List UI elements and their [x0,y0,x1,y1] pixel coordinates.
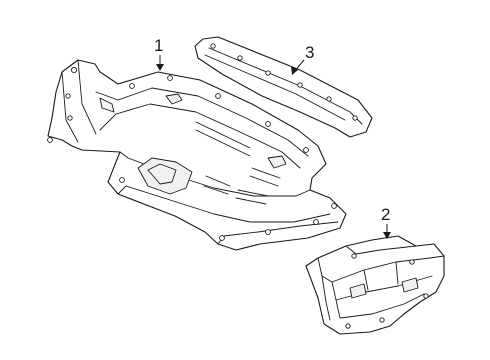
part-3-reinforcement-strip [194,36,373,138]
part-2-splash-shield [305,235,445,335]
leader-3 [291,59,305,75]
leader-2 [383,224,391,239]
callout-1: 1 [154,36,163,55]
callout-3: 3 [305,43,314,62]
callout-2: 2 [381,205,390,224]
part-1-underbody-shield [47,59,347,251]
leader-1 [156,55,164,71]
